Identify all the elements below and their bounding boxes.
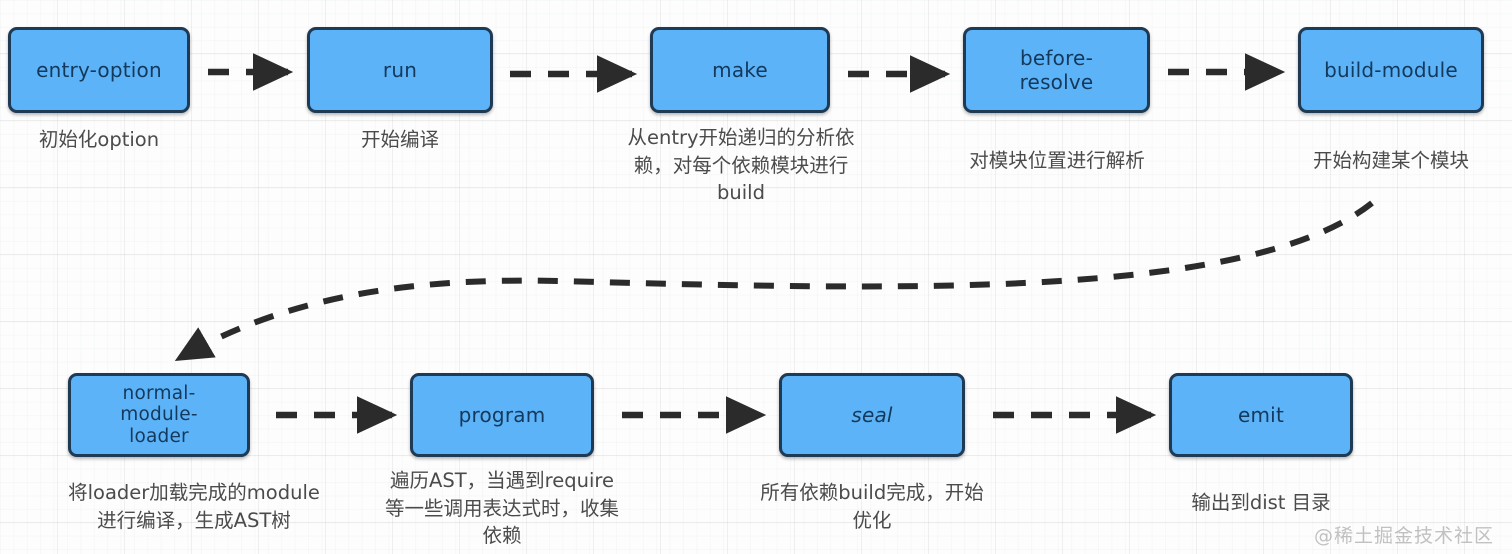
node-make-label: make	[712, 57, 768, 82]
node-build-module-label: build-module	[1324, 57, 1458, 82]
edge-build-module-to-normal-module-loader	[174, 200, 1374, 362]
node-program[interactable]: program	[410, 373, 594, 457]
node-before-resolve-label: before- resolve	[1019, 45, 1094, 94]
node-make[interactable]: make	[650, 27, 830, 113]
node-run-label: run	[382, 57, 418, 82]
caption-normal-module-loader: 将loader加载完成的module 进行编译，生成AST树	[68, 481, 320, 532]
caption-emit: 输出到dist 目录	[1191, 491, 1331, 514]
node-seal[interactable]: seal	[779, 373, 965, 457]
node-before-resolve[interactable]: before- resolve	[963, 27, 1150, 113]
node-emit[interactable]: emit	[1169, 373, 1353, 457]
node-emit-label: emit	[1238, 402, 1284, 427]
caption-seal: 所有依赖build完成，开始 优化	[760, 481, 984, 532]
node-run[interactable]: run	[307, 27, 493, 113]
node-entry-option-label: entry-option	[36, 57, 162, 82]
caption-run: 开始编译	[360, 128, 439, 151]
node-normal-module-loader[interactable]: normal- module- loader	[68, 373, 250, 457]
node-normal-module-loader-label: normal- module- loader	[120, 382, 198, 447]
caption-build-module: 开始构建某个模块	[1312, 149, 1469, 172]
watermark: @稀土掘金技术社区	[1313, 525, 1494, 547]
caption-before-resolve: 对模块位置进行解析	[969, 149, 1145, 172]
caption-make: 从entry开始递归的分析依 赖，对每个依赖模块进行 build	[627, 126, 855, 205]
node-program-label: program	[458, 402, 546, 427]
caption-entry-option: 初始化option	[38, 128, 160, 151]
caption-program: 遍历AST，当遇到require 等一些调用表达式时，收集 依赖	[384, 469, 619, 548]
node-entry-option[interactable]: entry-option	[8, 27, 190, 113]
node-seal-label: seal	[851, 402, 893, 427]
node-build-module[interactable]: build-module	[1298, 27, 1484, 113]
